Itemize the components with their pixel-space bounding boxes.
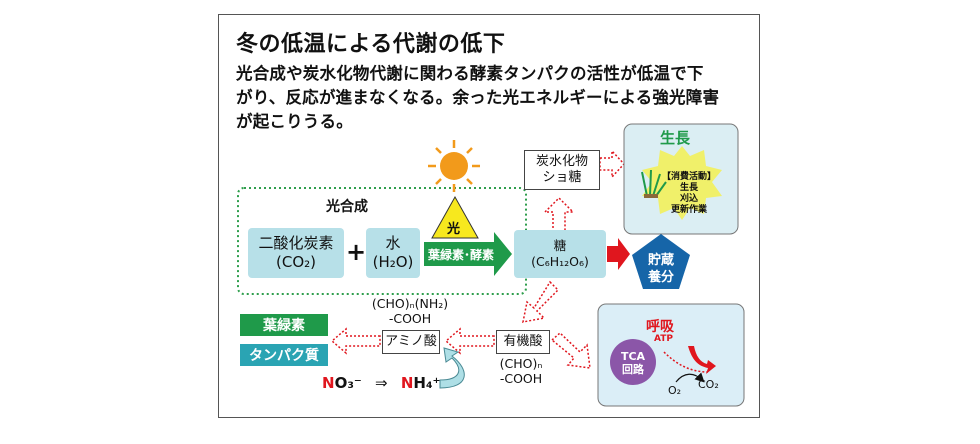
- amino-acid-formula-line-2: -COOH: [388, 311, 432, 326]
- grass-icon: [641, 169, 667, 197]
- organic-acid-formula-line-1: (CHO)ₙ: [499, 356, 543, 371]
- water-box: 水 (H₂O): [366, 228, 420, 278]
- respiration-title: 呼吸: [646, 319, 674, 335]
- growth-activity-renewal: 更新作業: [670, 205, 707, 215]
- description-line-1: 光合成や炭水化物代謝に関わる酵素タンパクの活性が低温で下: [236, 64, 704, 83]
- nh4-nitrogen: N: [400, 374, 414, 392]
- light-label: 光: [447, 222, 461, 237]
- storage-line-2: 養分: [647, 270, 674, 285]
- sugar-box: 糖 (C₆H₁₂O₆): [514, 230, 606, 278]
- respiration-dotted-curve: [663, 351, 709, 373]
- growth-activities: 【消費活動】 生長 刈込 更新作業: [660, 172, 718, 216]
- water-name: 水: [385, 234, 401, 252]
- diagram-title: 冬の低温による代謝の低下: [236, 32, 506, 57]
- storage-arrow: [607, 238, 630, 270]
- nh4-curved-arrow: [439, 347, 465, 389]
- storage-pentagon: [632, 234, 690, 289]
- organic-acid-formula: (CHO)ₙ -COOH: [486, 356, 556, 386]
- sun-icon: [428, 140, 480, 192]
- conversion-arrow: ⇒: [375, 374, 388, 392]
- storage-line-1: 貯蔵: [647, 253, 674, 268]
- co2-box: 二酸化炭素 (CO₂): [248, 228, 344, 278]
- co2-formula: (CO₂): [276, 253, 316, 271]
- o2-label: O₂: [668, 384, 682, 397]
- co2-label: CO₂: [698, 378, 719, 391]
- growth-title: 生長: [660, 129, 691, 147]
- water-formula: (H₂O): [372, 253, 414, 271]
- amino-acid-formula: (CHO)ₙ(NH₂) -COOH: [360, 296, 460, 326]
- nitrogen-conversion: NO₃⁻ ⇒ NH₄⁺: [322, 374, 440, 392]
- arrow-sugar-to-carbohydrate: [543, 196, 575, 233]
- description-line-2: がり、反応が進まなくなる。余った光エネルギーによる強光障害: [236, 88, 720, 107]
- growth-burst: [642, 146, 722, 220]
- arrow-carbohydrate-to-growth: [599, 149, 626, 179]
- amino-acid-label: アミノ酸: [385, 334, 437, 349]
- arrow-organic-acid-to-respiration: [550, 331, 591, 369]
- arrow-amino-acid-to-products: [330, 327, 381, 355]
- atp-label: ATP: [654, 334, 674, 344]
- description-line-3: が起こりうる。: [236, 112, 353, 131]
- co2-name: 二酸化炭素: [258, 234, 334, 252]
- organic-acid-box: 有機酸: [496, 330, 550, 354]
- carbohydrate-box: 炭水化物 ショ糖: [524, 150, 600, 190]
- organic-acid-formula-line-2: -COOH: [499, 371, 543, 386]
- growth-activity-growth: 生長: [679, 183, 698, 193]
- no3-rest: O₃⁻: [334, 374, 362, 392]
- atp-arrow: [688, 346, 716, 374]
- tca-line-1: TCA: [620, 350, 646, 363]
- light-triangle: [431, 195, 479, 239]
- photosynthesis-region: [237, 187, 527, 295]
- chlorophyll-product: 葉緑素: [240, 314, 328, 336]
- enzyme-arrow-label: 葉緑素･酵素: [428, 248, 495, 262]
- amino-acid-formula-line-1: (CHO)ₙ(NH₂): [371, 296, 449, 311]
- storage-label: 貯蔵 養分: [640, 252, 682, 286]
- arrow-sugar-to-organic-acid: [522, 280, 560, 323]
- enzyme-arrow: [424, 232, 512, 276]
- protein-product: タンパク質: [240, 344, 328, 366]
- plus-sign: +: [346, 238, 367, 266]
- organic-acid-label: 有機酸: [503, 334, 543, 349]
- growth-activity-mowing: 刈込: [679, 194, 698, 204]
- carbohydrate-name: 炭水化物: [535, 154, 588, 169]
- no3-nitrogen: N: [322, 374, 335, 392]
- nh4-rest: H₄⁺: [413, 374, 441, 392]
- sucrose-name: ショ糖: [542, 170, 582, 185]
- o2-co2-arrow: [675, 372, 705, 383]
- photosynthesis-label: 光合成: [326, 199, 368, 215]
- tca-cycle-circle: [610, 339, 656, 385]
- tca-line-2: 回路: [622, 363, 644, 376]
- sugar-name: 糖: [553, 238, 567, 253]
- growth-activity-heading: 【消費活動】: [661, 172, 716, 182]
- arrow-organic-acid-to-amino-acid: [444, 327, 495, 355]
- amino-acid-box: アミノ酸: [382, 330, 440, 354]
- tca-cycle-label: TCA 回路: [612, 350, 654, 376]
- sugar-formula: (C₆H₁₂O₆): [531, 254, 589, 269]
